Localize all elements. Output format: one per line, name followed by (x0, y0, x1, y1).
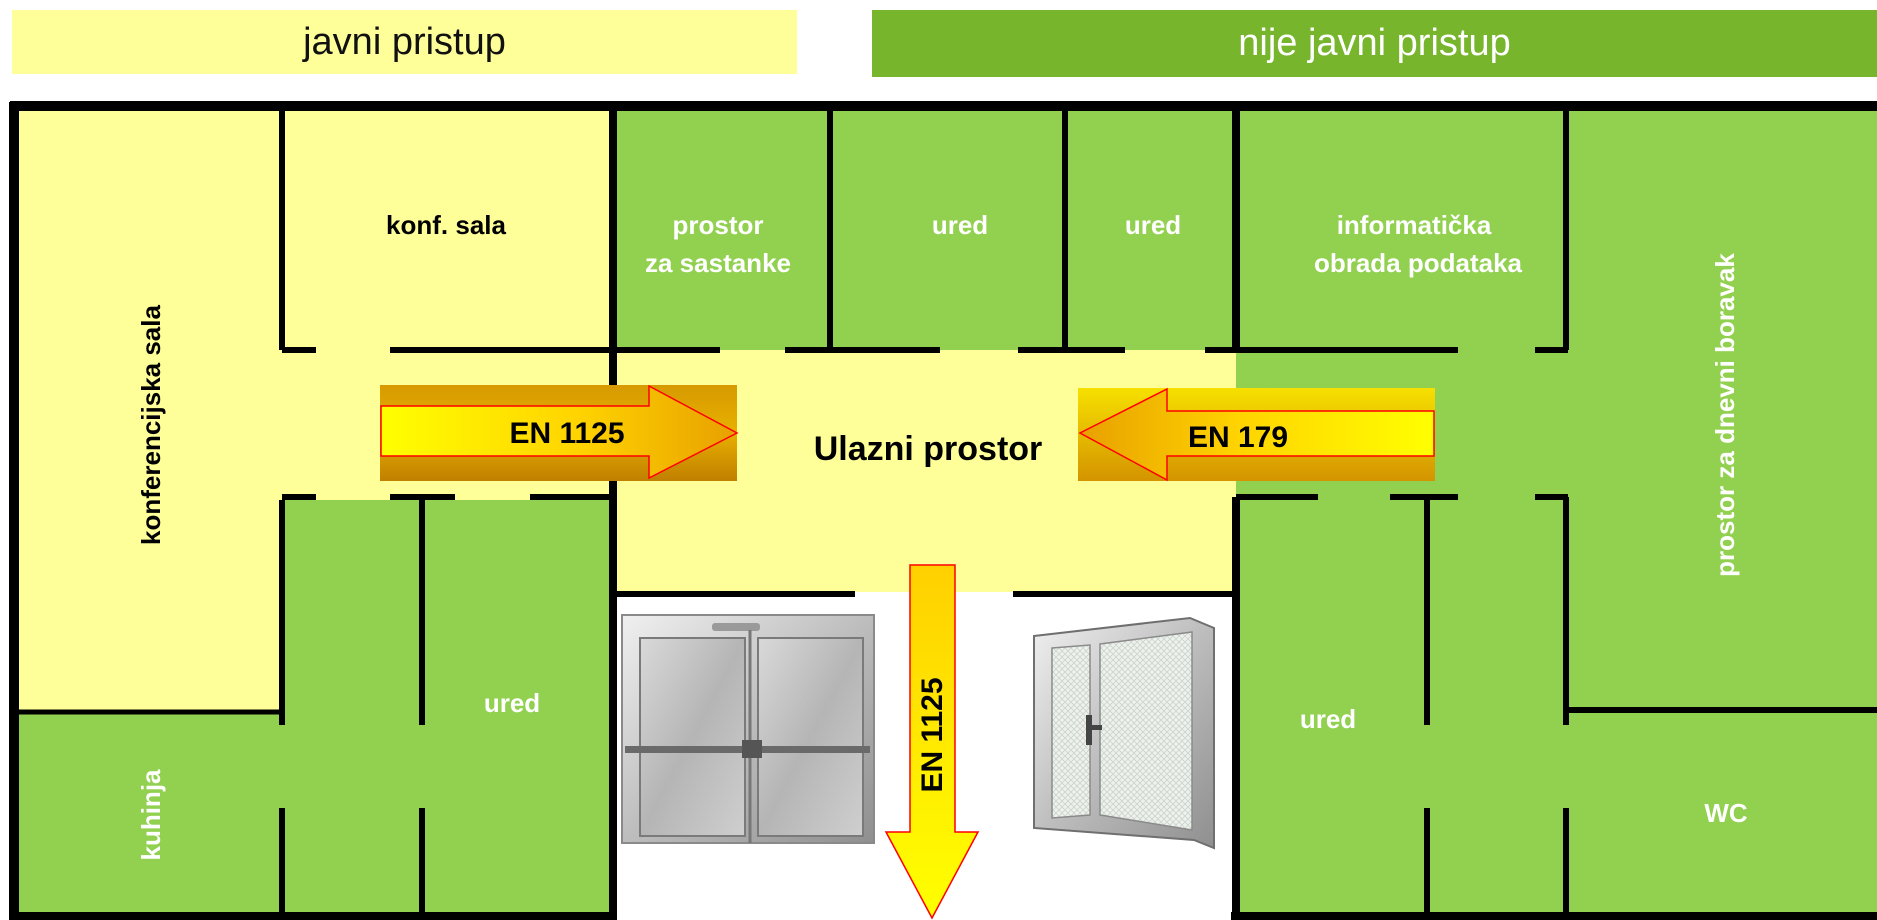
label-konf-sala: konf. sala (386, 210, 506, 240)
label-ured-left: ured (484, 688, 540, 718)
label-ured-1: ured (932, 210, 988, 240)
legend-public-access-label: javni pristup (303, 20, 506, 63)
arrow-right-label: EN 179 (1188, 421, 1288, 454)
label-prostor-line1: prostor (673, 210, 764, 240)
label-prostor-line2: za sastanke (645, 248, 791, 278)
label-prostor-za-dnevni-boravak: prostor za dnevni boravak (1710, 253, 1740, 577)
legend-no-public-access-label: nije javni pristup (1238, 22, 1511, 64)
arrow-down-label: EN 1125 (916, 677, 949, 792)
arrow-en179-left: EN 179 (1078, 387, 1435, 482)
arrow-en1125-right: EN 1125 (380, 384, 739, 481)
green-right-wing (1236, 110, 1877, 920)
double-panic-door-icon (621, 614, 875, 844)
label-ulazni-prostor: Ulazni prostor (814, 430, 1043, 468)
label-kuhinja: kuhinja (136, 769, 166, 861)
green-bottom-left (280, 500, 612, 920)
green-top-middle (612, 110, 1236, 350)
legend-public-access: javni pristup (12, 10, 797, 74)
label-ured-2: ured (1125, 210, 1181, 240)
glass-door-icon (1033, 616, 1215, 850)
legend-no-public-access: nije javni pristup (872, 10, 1877, 77)
room-konferencijska-sala (18, 110, 280, 712)
arrow-en1125-down: EN 1125 (884, 564, 980, 920)
arrow-left-label: EN 1125 (509, 417, 624, 450)
label-wc: WC (1704, 798, 1748, 828)
room-labels: konferencijska sala konf. sala prostor z… (136, 210, 1748, 861)
label-ured-right: ured (1300, 704, 1356, 734)
room-konf-sala (280, 110, 612, 350)
label-informaticka-line2: obrada podataka (1314, 248, 1523, 278)
label-informaticka-line1: informatička (1337, 210, 1492, 240)
room-kuhinja (18, 712, 280, 920)
walls (9, 101, 1877, 920)
label-konferencijska-sala: konferencijska sala (136, 305, 166, 545)
